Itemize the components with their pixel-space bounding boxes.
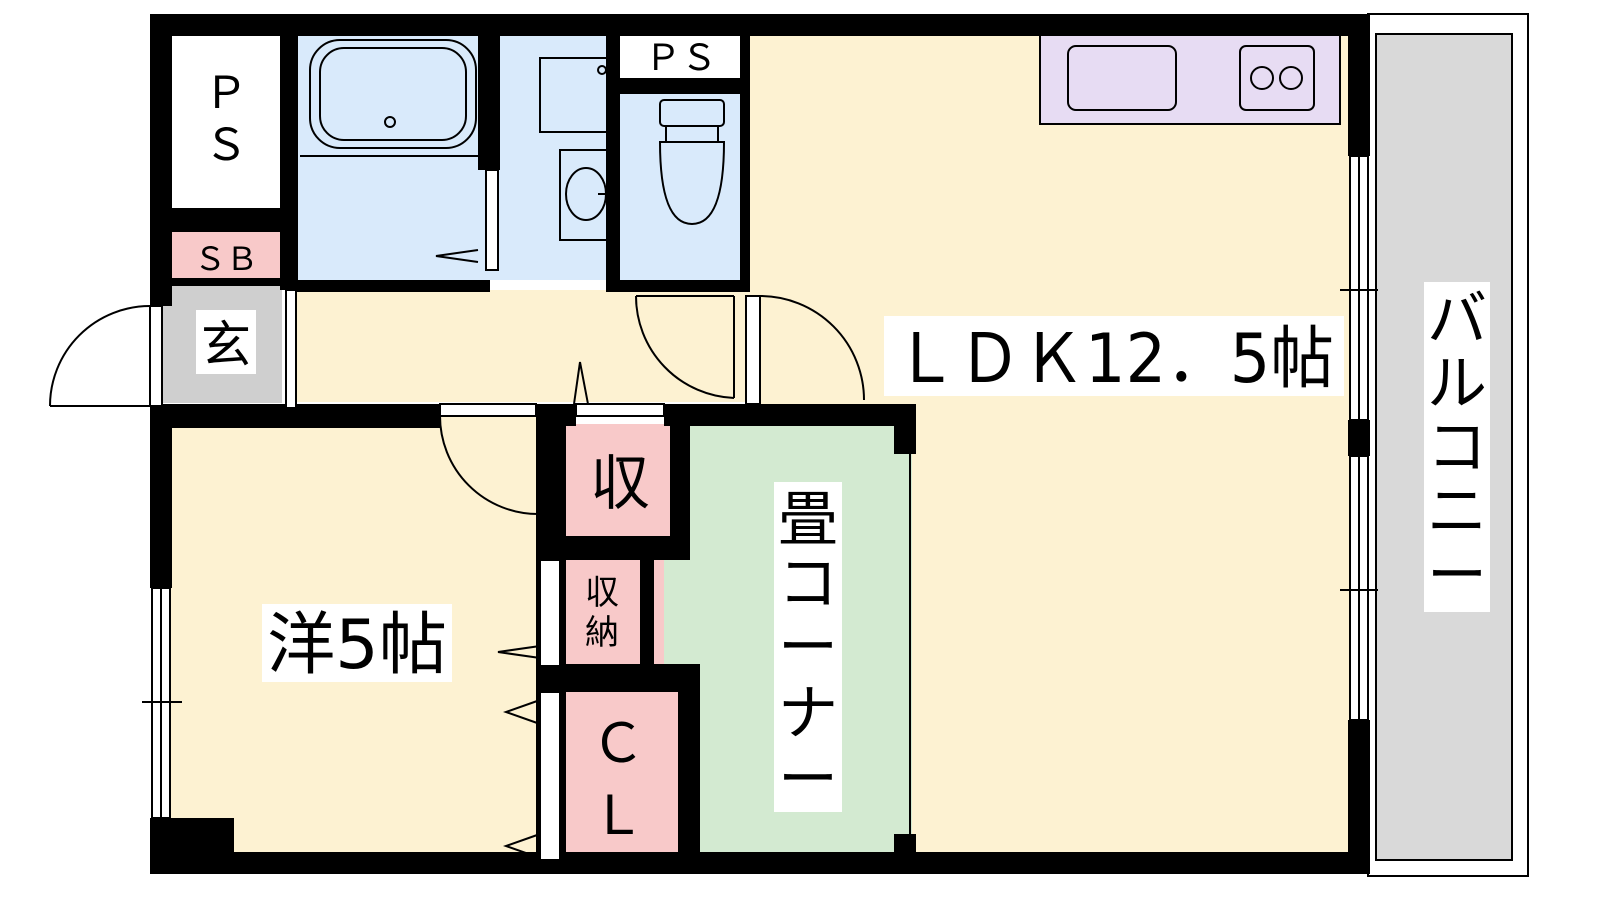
svg-text:ナ: ナ <box>778 679 838 749</box>
svg-text:Ｓ: Ｓ <box>204 120 248 171</box>
svg-text:コ: コ <box>1427 413 1487 483</box>
svg-text:ー: ー <box>1427 541 1487 611</box>
svg-text:ー: ー <box>778 613 838 683</box>
svg-text:バ: バ <box>1427 285 1487 355</box>
bath-door-mark <box>435 249 479 263</box>
svg-text:収: 収 <box>585 573 619 613</box>
svg-text:収: 収 <box>590 449 650 519</box>
thin-partitions <box>285 169 911 861</box>
window-balcony-upper <box>1340 155 1378 421</box>
svg-text:洋5帖: 洋5帖 <box>267 606 447 685</box>
kitchen-sink-icon <box>1067 45 1177 111</box>
svg-text:納: 納 <box>585 613 619 653</box>
gas-stove-icon <box>1239 45 1315 111</box>
balcony-label: バ ル コ ニ ー <box>1424 282 1490 612</box>
svg-text:ニ: ニ <box>1427 477 1487 547</box>
ldk-label: ＬＤＫ12．5帖 <box>884 316 1344 399</box>
closet-label: Ｃ Ｌ <box>591 712 645 847</box>
sb-label: ＳＢ <box>194 240 258 278</box>
entrance-door <box>49 305 163 407</box>
ps-top-label: ＰＳ <box>645 38 717 79</box>
svg-text:Ｐ: Ｐ <box>204 68 248 119</box>
corridor-door-mark <box>573 361 665 417</box>
storage-2-label: 収 納 <box>585 573 619 653</box>
toilet-icon <box>658 99 726 226</box>
storage-door-marks <box>497 645 541 859</box>
ldk-door <box>745 295 865 405</box>
svg-text:ル: ル <box>1427 349 1487 419</box>
toilet-door <box>634 295 735 399</box>
svg-text:Ｃ: Ｃ <box>591 712 645 775</box>
ps-left-label: Ｐ Ｓ <box>204 68 248 171</box>
svg-text:Ｌ: Ｌ <box>591 784 645 847</box>
svg-text:玄: 玄 <box>201 316 251 374</box>
bathtub-icon <box>300 39 480 157</box>
svg-text:コ: コ <box>778 549 838 619</box>
western-room-door <box>439 403 539 530</box>
washroom-floor <box>488 32 606 280</box>
svg-text:ー: ー <box>778 745 838 815</box>
corridor-floor <box>296 290 750 402</box>
toilet-floor <box>616 90 748 280</box>
window-balcony-lower <box>1340 455 1378 721</box>
storage-1-label: 収 <box>590 449 650 519</box>
entrance-label: 玄 <box>196 310 256 374</box>
window-western-room <box>142 587 182 819</box>
outer-walls <box>150 14 1370 874</box>
svg-text:ＬＤＫ12．5帖: ＬＤＫ12．5帖 <box>894 320 1334 399</box>
tatami-label: 畳 コ ー ナ ー <box>774 482 842 815</box>
ps-top-floor <box>618 32 744 80</box>
storage-1-floor <box>560 424 678 542</box>
svg-text:畳: 畳 <box>778 485 838 555</box>
sb-floor <box>172 232 280 278</box>
closet-floor <box>560 690 678 860</box>
ps-left-floor <box>172 36 280 208</box>
western-room-label: 洋5帖 <box>262 604 452 685</box>
